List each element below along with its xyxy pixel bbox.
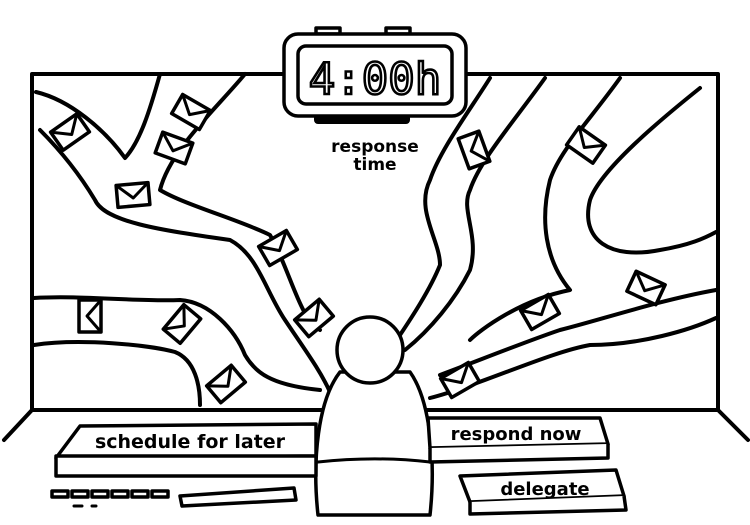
keyboard-keys[interactable] (50, 486, 298, 508)
space-bar[interactable] (178, 486, 298, 508)
envelope-icon (48, 112, 92, 152)
delegate-button[interactable]: delegate (458, 468, 628, 516)
envelope-icon (204, 363, 248, 405)
envelope-icon (153, 130, 195, 166)
respond-button-label: respond now (451, 424, 582, 445)
envelope-icon (161, 302, 203, 346)
envelope-icon (292, 297, 336, 339)
schedule-for-later-button[interactable]: schedule for later (54, 422, 318, 478)
envelope-icon (518, 292, 562, 332)
schedule-button-label: schedule for later (95, 431, 286, 453)
envelopes (48, 92, 667, 405)
envelope-icon (456, 129, 492, 171)
clock-display: 4:00h (309, 54, 441, 105)
envelope-icon (169, 92, 213, 132)
respond-now-button[interactable]: respond now (426, 416, 610, 464)
envelope-icon (256, 228, 300, 268)
envelope-icon (114, 180, 152, 210)
delegate-button-label: delegate (500, 479, 589, 500)
envelope-icon (625, 269, 667, 307)
clock-caption: response (331, 137, 419, 157)
envelope-icon (438, 360, 482, 400)
envelope-icon (564, 125, 608, 165)
person-figure (314, 315, 434, 517)
clock-caption: time (353, 155, 396, 175)
clock-icon: 4:00h (282, 26, 468, 124)
envelope-icon (77, 298, 103, 334)
